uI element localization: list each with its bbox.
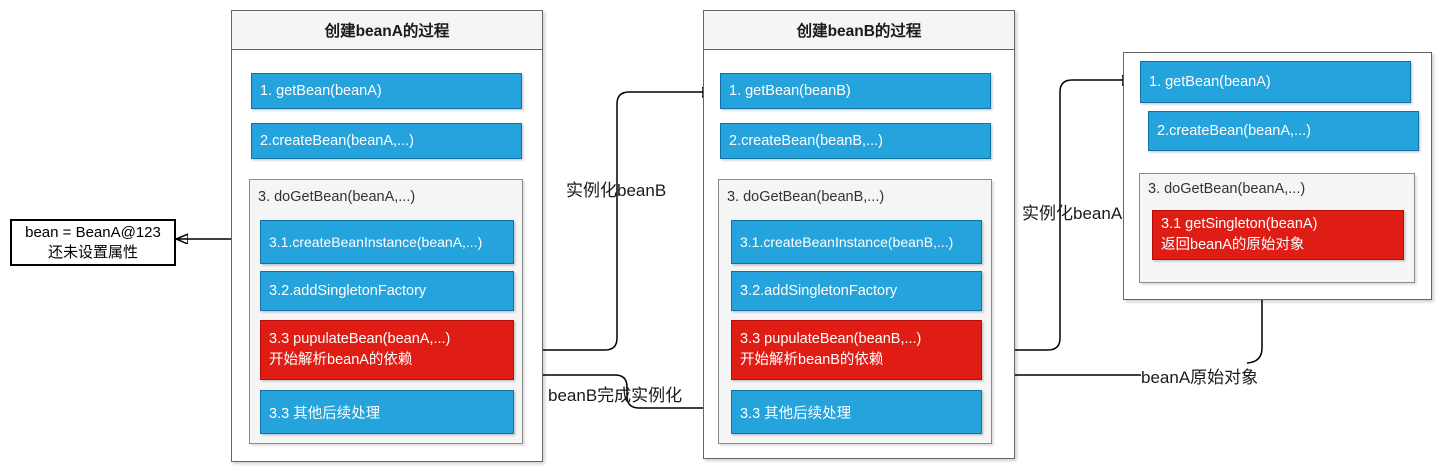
beanA2-section-doGetBean: 3. doGetBean(beanA,...) 3.1 getSingleton… bbox=[1139, 173, 1415, 283]
edge-label-instantiate-beanA: 实例化beanA bbox=[1022, 204, 1123, 223]
beanA2-step-createBean: 2.createBean(beanA,...) bbox=[1148, 111, 1419, 151]
panel-create-beanB: 创建beanB的过程 1. getBean(beanB) 2.createBea… bbox=[703, 10, 1015, 459]
beanA2-getSingleton-line1: 3.1 getSingleton(beanA) bbox=[1161, 216, 1318, 232]
beanA-step-getBean: 1. getBean(beanA) bbox=[251, 73, 522, 109]
beanB-step-other: 3.3 其他后续处理 bbox=[731, 390, 982, 434]
beanB-populateBean-line1: 3.3 pupulateBean(beanB,...) bbox=[740, 331, 922, 347]
beanA-populateBean-line1: 3.3 pupulateBean(beanA,...) bbox=[269, 331, 451, 347]
beanB-step-createBean: 2.createBean(beanB,...) bbox=[720, 123, 991, 159]
beanA-step-createBeanInstance: 3.1.createBeanInstance(beanA,...) bbox=[260, 220, 514, 264]
edge-label-beanA-raw-object: beanA原始对象 bbox=[1141, 368, 1259, 387]
beanA-step-addSingletonFactory: 3.2.addSingletonFactory bbox=[260, 271, 514, 311]
beanB-step-createBeanInstance: 3.1.createBeanInstance(beanB,...) bbox=[731, 220, 982, 264]
panel-create-beanA: 创建beanA的过程 1. getBean(beanA) 2.createBea… bbox=[231, 10, 543, 462]
beanA2-doGetBean-label: 3. doGetBean(beanA,...) bbox=[1148, 181, 1306, 197]
beanA-section-doGetBean: 3. doGetBean(beanA,...) 3.1.createBeanIn… bbox=[249, 179, 523, 444]
beanB-step-populateBean: 3.3 pupulateBean(beanB,...) 开始解析beanB的依赖 bbox=[731, 320, 982, 380]
beanA-step-populateBean: 3.3 pupulateBean(beanA,...) 开始解析beanA的依赖 bbox=[260, 320, 514, 380]
panel-getBean-beanA-again: 1. getBean(beanA) 2.createBean(beanA,...… bbox=[1123, 52, 1432, 300]
beanA-populateBean-line2: 开始解析beanA的依赖 bbox=[269, 352, 413, 368]
beanA2-step-getSingleton: 3.1 getSingleton(beanA) 返回beanA的原始对象 bbox=[1152, 210, 1404, 260]
beanA-doGetBean-label: 3. doGetBean(beanA,...) bbox=[258, 189, 416, 205]
beanA-step-other: 3.3 其他后续处理 bbox=[260, 390, 514, 434]
beanA2-step-getBean: 1. getBean(beanA) bbox=[1140, 61, 1411, 103]
annotation-line2: 还未设置属性 bbox=[47, 243, 138, 261]
beanA2-getSingleton-line2: 返回beanA的原始对象 bbox=[1161, 237, 1305, 253]
beanB-section-doGetBean: 3. doGetBean(beanB,...) 3.1.createBeanIn… bbox=[718, 179, 992, 444]
beanB-step-getBean: 1. getBean(beanB) bbox=[720, 73, 991, 109]
annotation-beanA-instance: bean = BeanA@123 还未设置属性 bbox=[10, 219, 176, 266]
annotation-line1: bean = BeanA@123 bbox=[25, 223, 161, 241]
panel-create-beanB-title: 创建beanB的过程 bbox=[704, 11, 1014, 50]
beanB-step-addSingletonFactory: 3.2.addSingletonFactory bbox=[731, 271, 982, 311]
beanB-populateBean-line2: 开始解析beanB的依赖 bbox=[740, 352, 884, 368]
edge-label-instantiate-beanB: 实例化beanB bbox=[566, 181, 667, 200]
panel-create-beanA-title: 创建beanA的过程 bbox=[232, 11, 542, 50]
edge-label-beanB-done: beanB完成实例化 bbox=[548, 386, 683, 405]
beanB-doGetBean-label: 3. doGetBean(beanB,...) bbox=[727, 189, 885, 205]
beanA-step-createBean: 2.createBean(beanA,...) bbox=[251, 123, 522, 159]
